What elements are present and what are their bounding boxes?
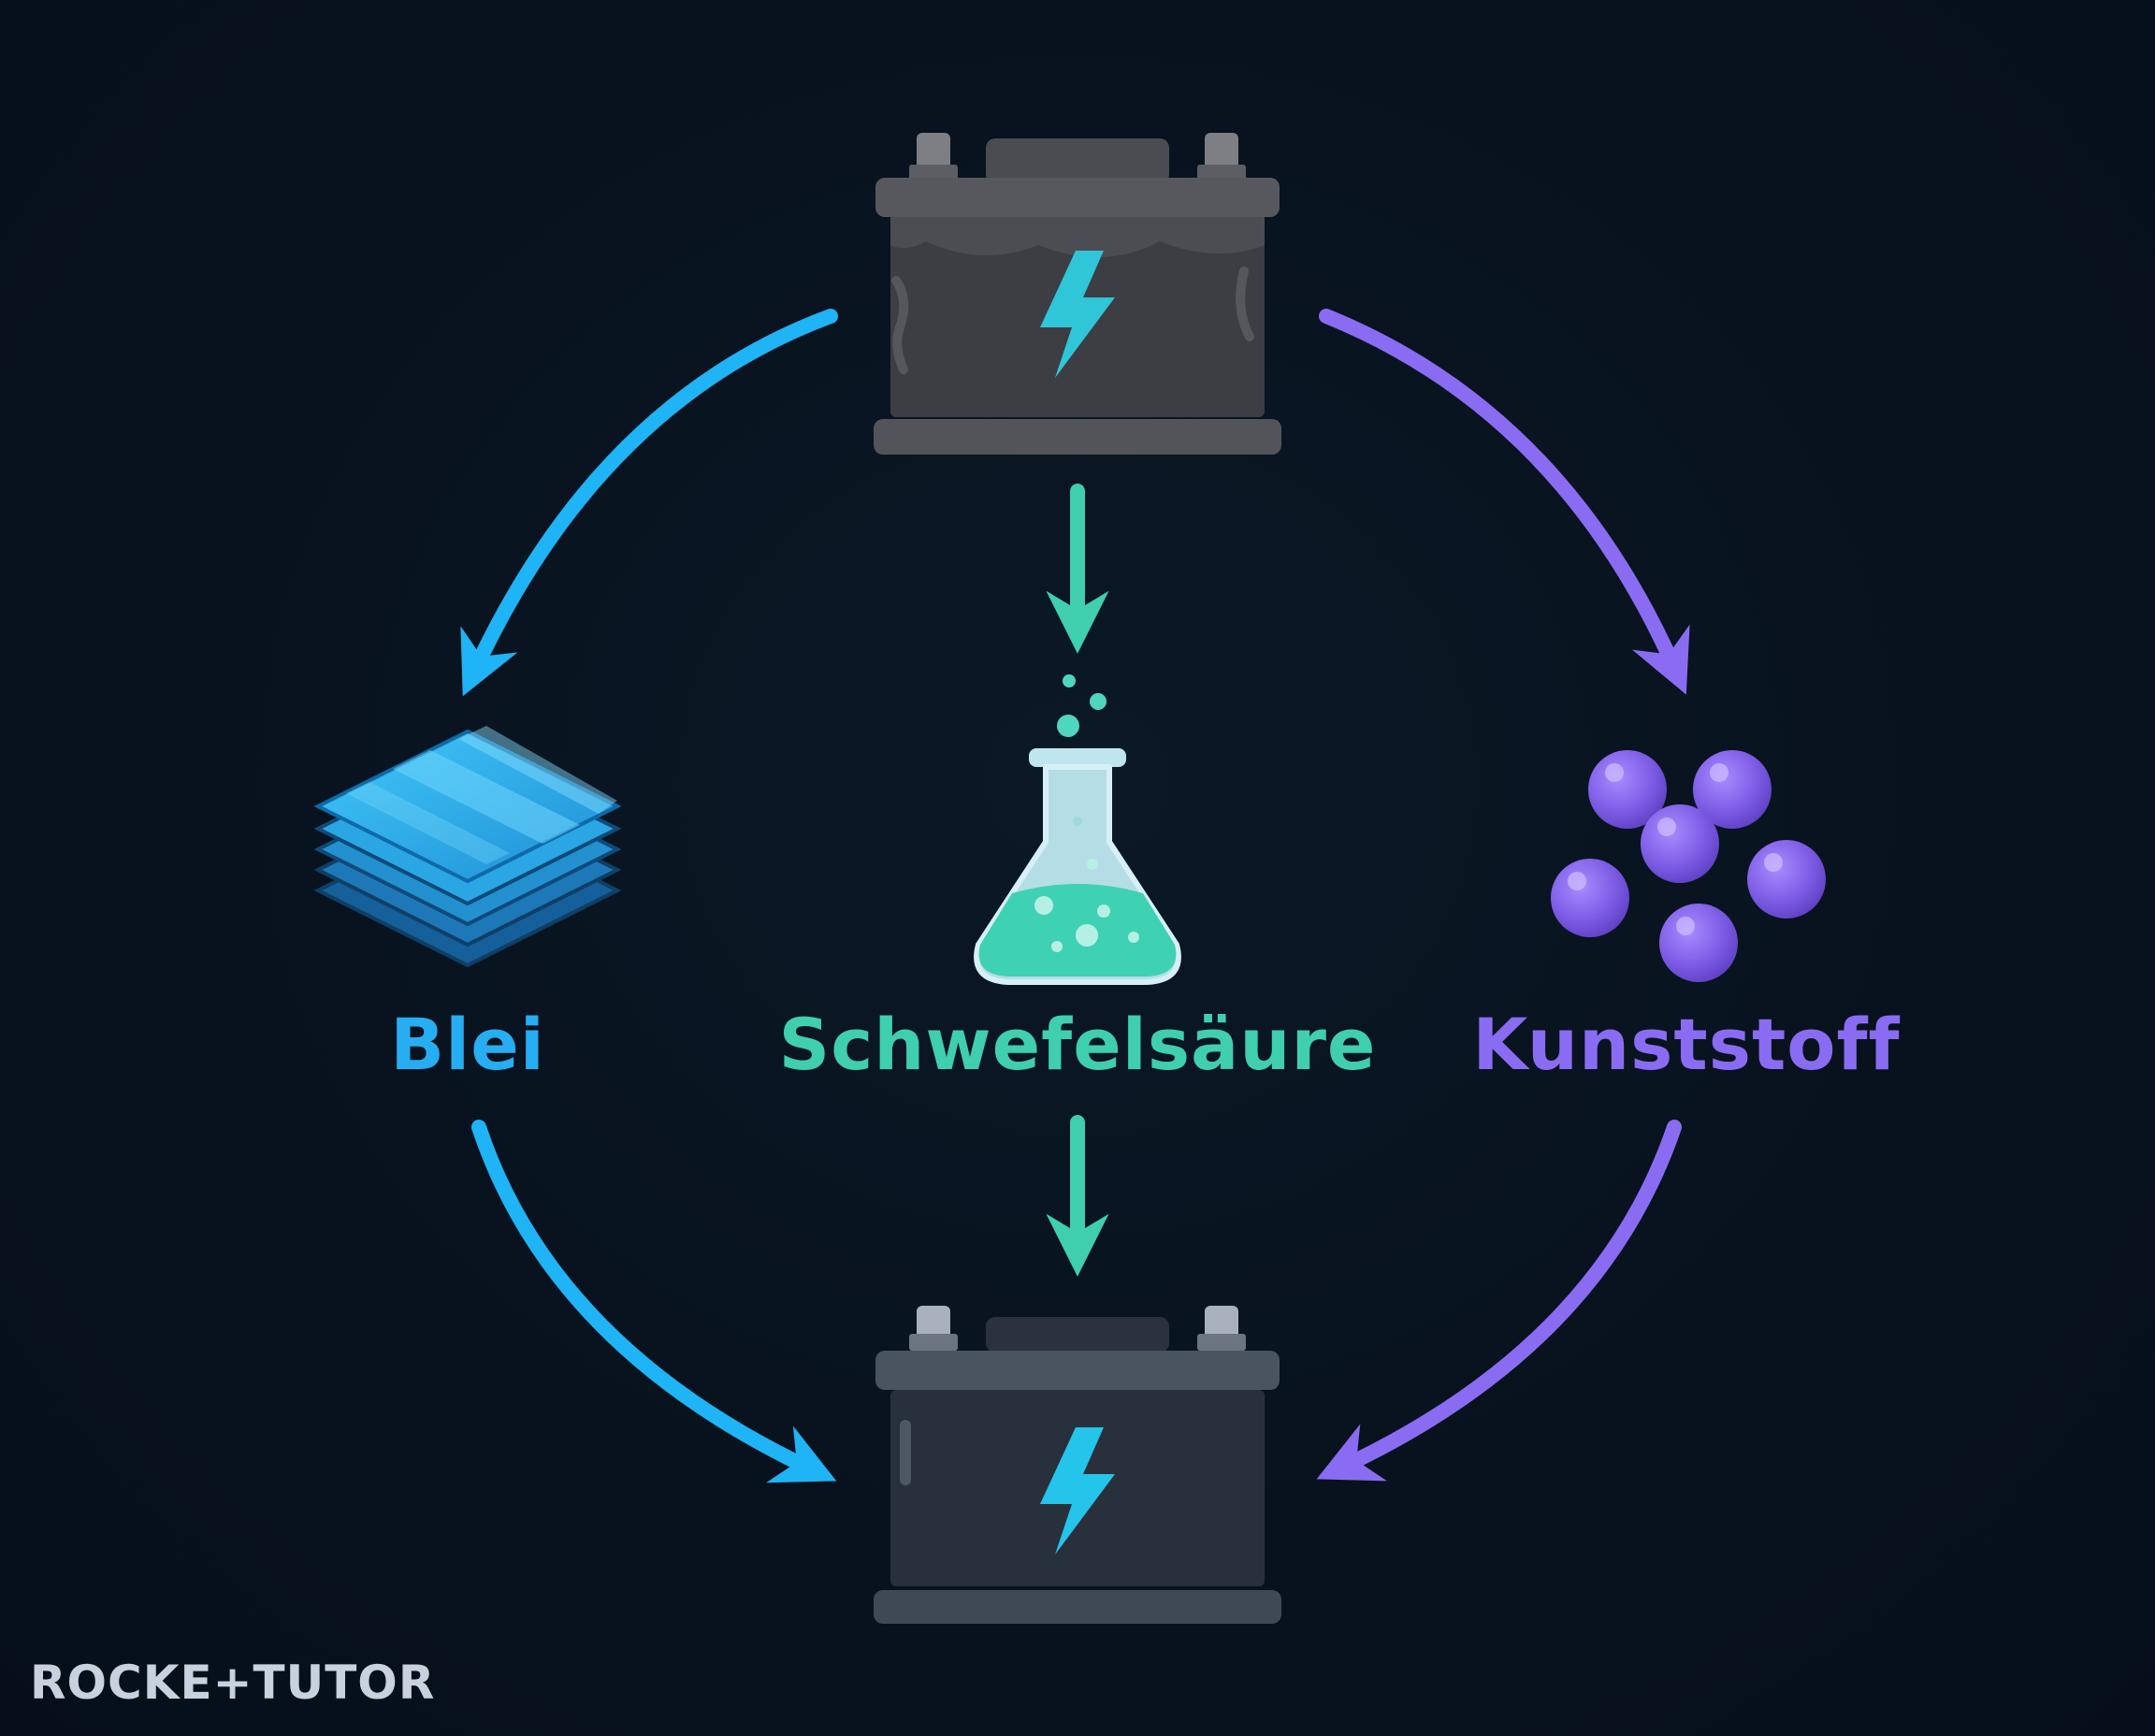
flask-icon bbox=[974, 674, 1181, 985]
arrow-old-to-lead bbox=[460, 309, 838, 697]
new-battery-icon bbox=[874, 1306, 1281, 1624]
lead-label: Blei bbox=[390, 1003, 545, 1086]
arrow-plastic-to-new bbox=[1316, 1120, 1682, 1482]
lead-plates-icon bbox=[313, 726, 622, 968]
plastic-label: Kunststoff bbox=[1472, 1003, 1901, 1086]
plastic-pellets-icon bbox=[1551, 750, 1826, 982]
arrow-old-to-plastic bbox=[1319, 309, 1690, 695]
old-battery-icon bbox=[874, 133, 1281, 455]
arrow-lead-to-new bbox=[471, 1120, 837, 1483]
brand-logo: ROCKE+TUTOR bbox=[30, 1656, 436, 1710]
sulfuric-acid-label: Schwefelsäure bbox=[778, 1003, 1377, 1086]
